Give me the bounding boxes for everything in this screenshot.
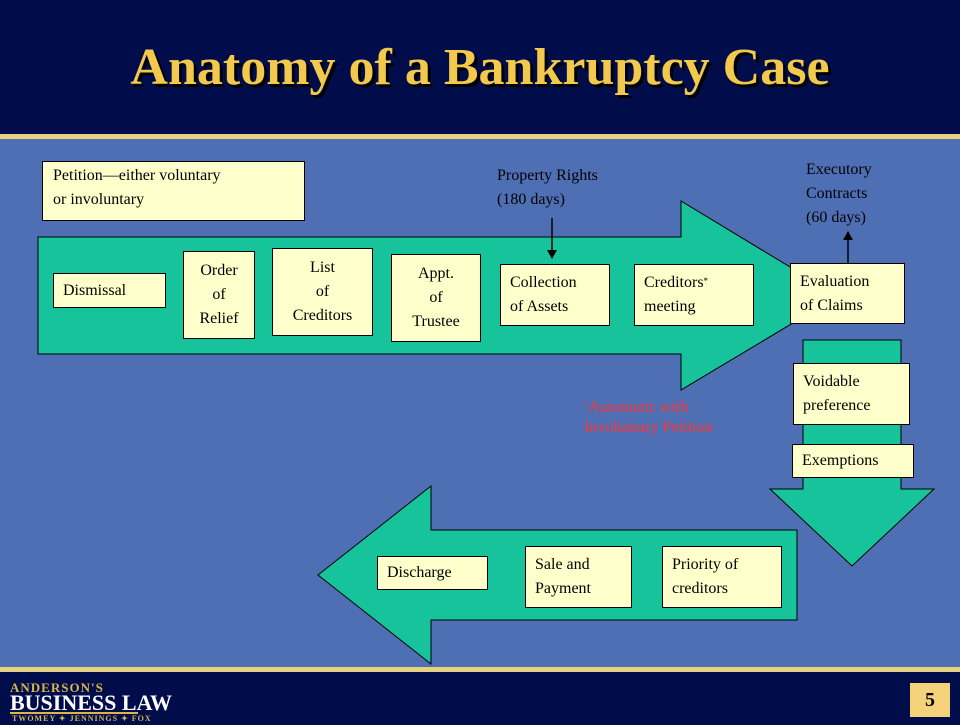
priority-of-creditors-box: Priority of creditors (662, 546, 782, 608)
automatic-note-text: Automatic with Involuntary Petition (584, 399, 713, 436)
creditors-meeting-asterisk: * (703, 276, 709, 286)
page-number: 5 (910, 683, 950, 717)
automatic-involuntary-note: *Automatic with Involuntary Petition (584, 398, 712, 438)
list-of-creditors-box: List of Creditors (272, 248, 373, 336)
logo-main-text: BUSINESS LAW (10, 690, 173, 715)
exemptions-box: Exemptions (792, 444, 914, 478)
property-rights-arrowhead (547, 250, 557, 259)
petition-box: Petition—either voluntary or involuntary (42, 161, 305, 221)
appt-of-trustee-box: Appt. of Trustee (391, 254, 481, 342)
automatic-asterisk: * (584, 401, 589, 411)
page-title: Anatomy of a Bankruptcy Case (130, 39, 830, 96)
discharge-box: Discharge (377, 556, 488, 590)
executory-contracts-note: Executory Contracts (60 days) (806, 161, 872, 226)
property-rights-note: Property Rights (180 days) (497, 167, 598, 208)
logo-authors-text: TWOMEY ✦ JENNINGS ✦ FOX (12, 714, 152, 723)
creditors-meeting-line1: Creditors (644, 274, 704, 291)
evaluation-of-claims-box: Evaluation of Claims (790, 263, 905, 324)
logo-top-text: ANDERSON'S (10, 680, 104, 695)
dismissal-box: Dismissal (53, 273, 166, 308)
footer-bar: ANDERSON'S BUSINESS LAW TWOMEY ✦ JENNING… (0, 667, 960, 725)
creditors-meeting-box: Creditors* meeting (634, 264, 754, 326)
header-bar: Anatomy of a Bankruptcy Case (0, 0, 960, 139)
creditors-meeting-line2: meeting (644, 298, 696, 315)
voidable-preference-box: Voidable preference (793, 363, 910, 425)
collection-of-assets-box: Collection of Assets (500, 264, 610, 326)
logo-rule (10, 712, 138, 714)
executory-contracts-arrowhead (843, 231, 853, 240)
sale-and-payment-box: Sale and Payment (525, 546, 632, 608)
order-of-relief-box: Order of Relief (183, 251, 255, 339)
